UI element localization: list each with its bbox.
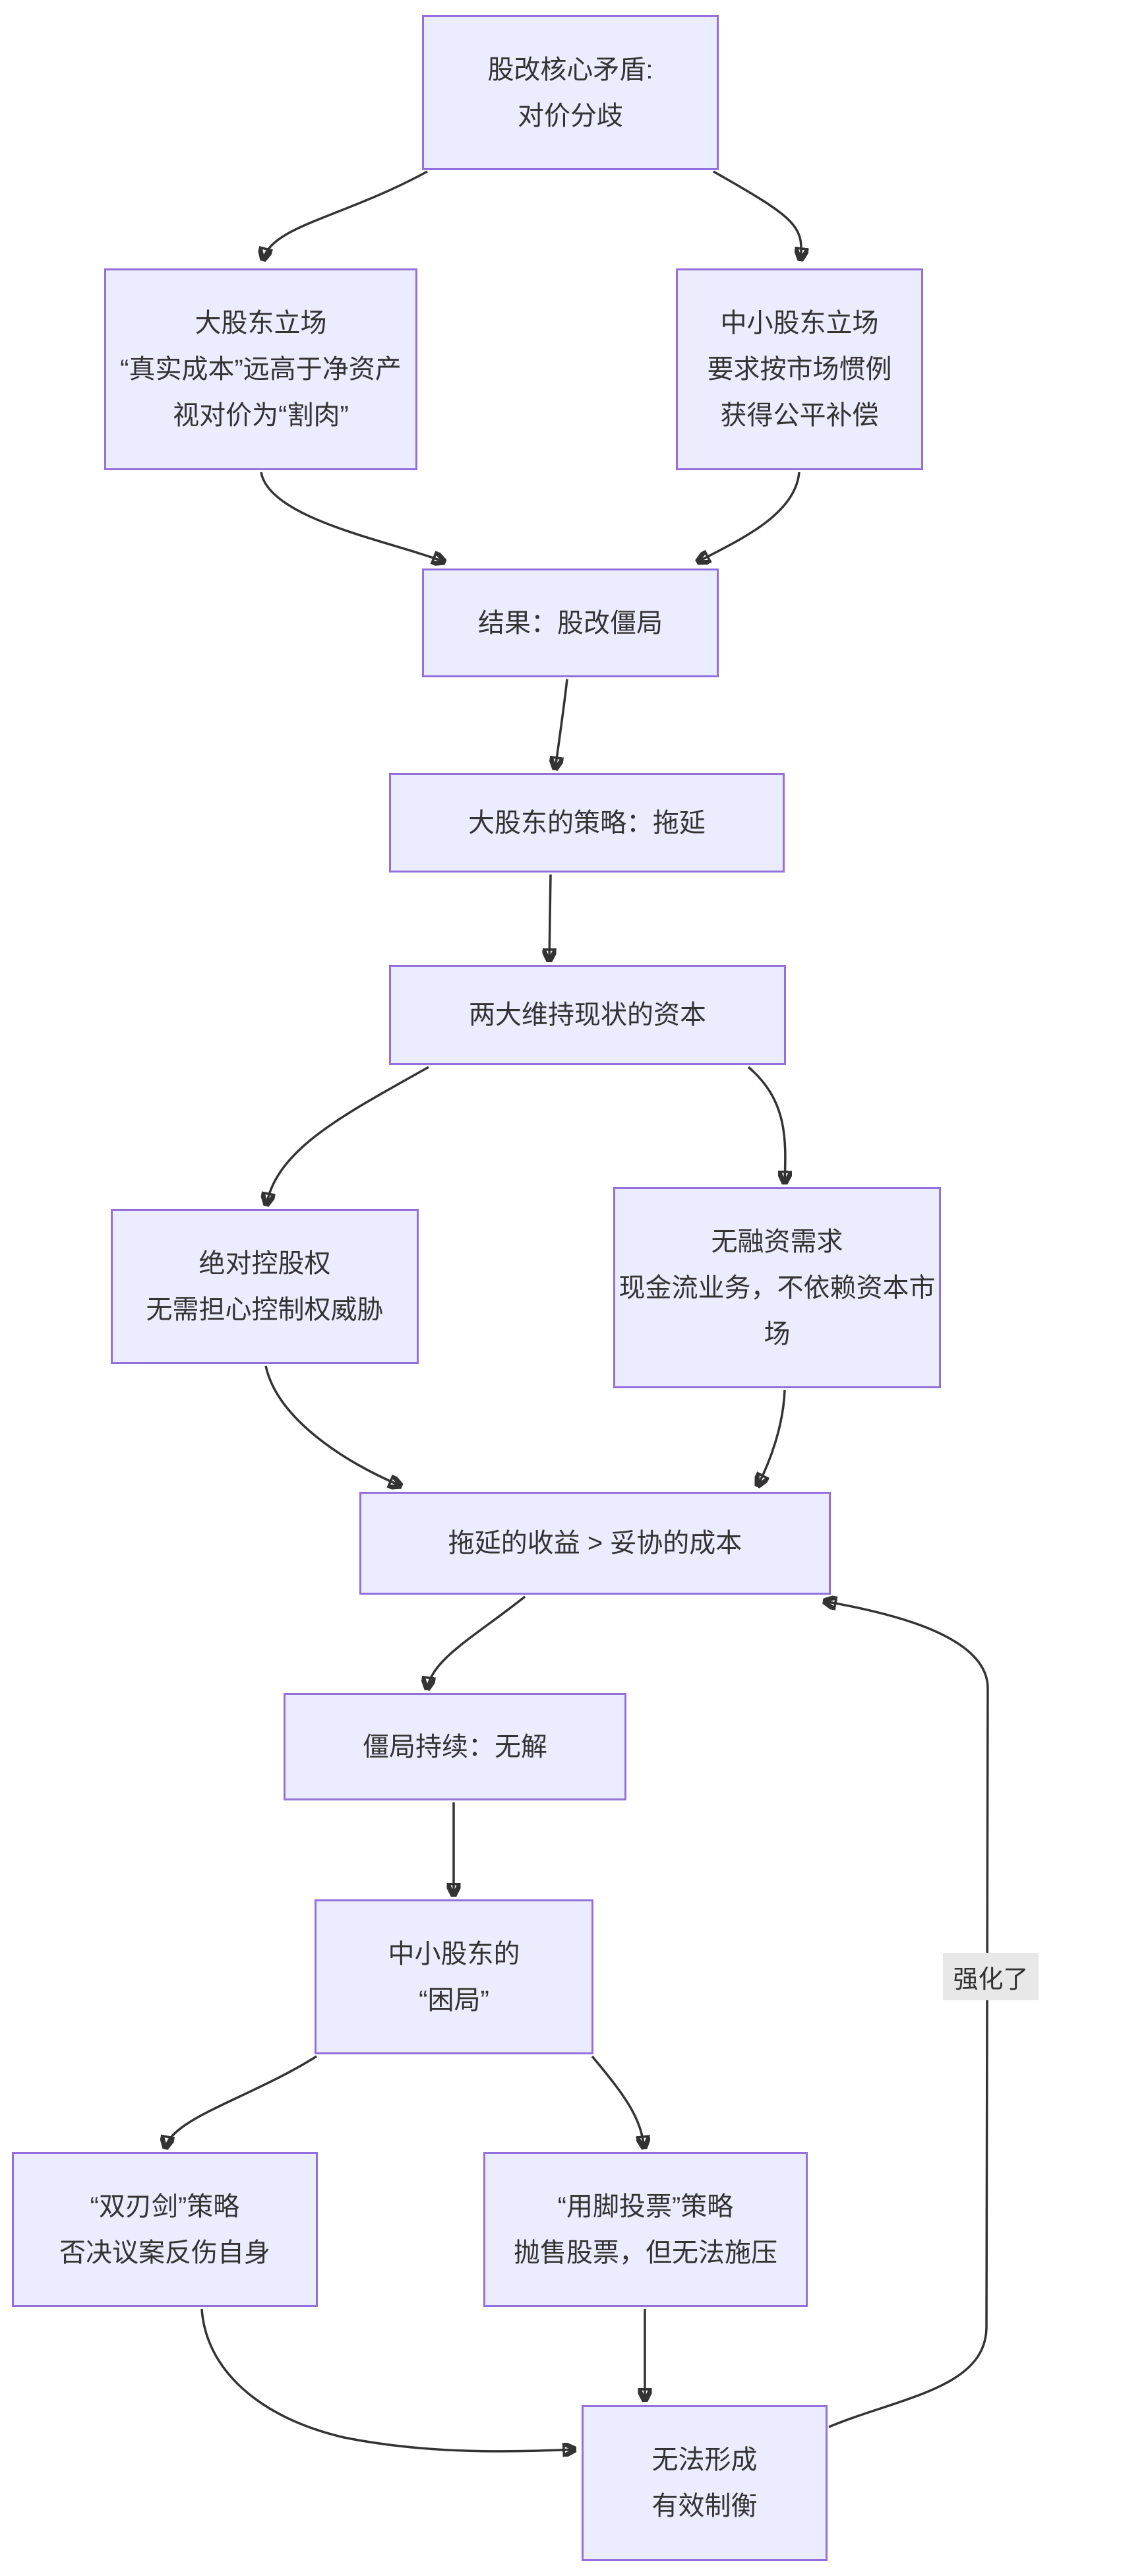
- edge-nobalance-benefit-feedback: [824, 1601, 989, 2428]
- node-no-financing-need: 无融资需求 现金流业务，不依赖资本市 场: [613, 1187, 941, 1388]
- edge-minor-result: [698, 472, 801, 562]
- node-major-shareholder-position: 大股东立场 “真实成本”远高于净资产 视对价为“割肉”: [104, 268, 417, 470]
- edge-core-major: [263, 170, 428, 260]
- node-double-edged-sword: “双刃剑”策略 否决议案反伤自身: [12, 2152, 318, 2307]
- node-result-deadlock: 结果：股改僵局: [422, 568, 719, 677]
- edge-sword-nobalance: [200, 2308, 575, 2451]
- edge-result-strategy: [555, 679, 568, 769]
- edge-capital-nofinance: [747, 1066, 785, 1183]
- node-minor-shareholder-position: 中小股东立场 要求按市场惯例 获得公平补偿: [676, 268, 923, 470]
- node-no-effective-check: 无法形成 有效制衡: [582, 2405, 828, 2561]
- edge-label-reinforce: 强化了: [943, 1953, 1039, 2000]
- node-minor-dilemma: 中小股东的 “困局”: [315, 1899, 593, 2054]
- node-vote-with-feet: “用脚投票”策略 抛售股票，但无法施压: [483, 2152, 808, 2307]
- edge-nofinance-benefit: [758, 1390, 786, 1486]
- node-major-strategy-delay: 大股东的策略：拖延: [389, 773, 785, 873]
- edge-core-minor: [713, 170, 801, 260]
- node-delay-benefit-vs-cost: 拖延的收益 > 妥协的成本: [359, 1492, 831, 1595]
- edge-dilemma-sword: [166, 2055, 317, 2148]
- node-status-quo-capital: 两大维持现状的资本: [389, 965, 786, 1065]
- node-deadlock-continues: 僵局持续：无解: [284, 1693, 626, 1800]
- edge-dilemma-vote: [591, 2055, 644, 2148]
- node-absolute-control: 绝对控股权 无需担心控制权威胁: [111, 1209, 419, 1364]
- edge-major-result: [260, 472, 444, 562]
- edge-strategy-capital: [549, 874, 551, 961]
- edge-benefit-deadlock: [427, 1595, 526, 1689]
- node-core-conflict: 股改核心矛盾: 对价分歧: [422, 15, 719, 170]
- edge-capital-control: [266, 1066, 429, 1205]
- edge-control-benefit: [264, 1365, 401, 1486]
